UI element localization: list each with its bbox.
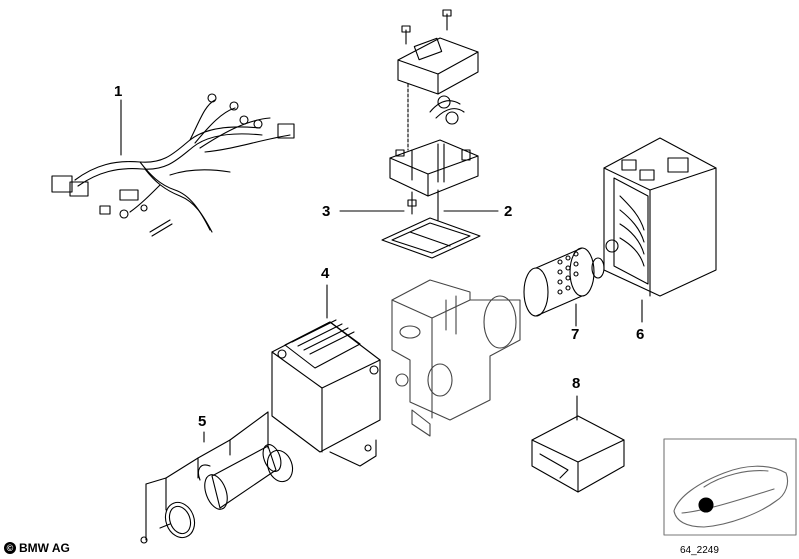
vehicle-locator-thumbnail: [663, 438, 797, 536]
wiring-harness-part-1[interactable]: [51, 93, 295, 237]
heater-body: [391, 279, 521, 437]
copyright-text: BMW AG: [19, 541, 70, 555]
diagram-id: 64_2249: [680, 545, 719, 556]
callout-4: 4: [321, 265, 330, 282]
filter-part-7[interactable]: [523, 247, 605, 327]
callout-1: 1: [114, 83, 123, 100]
callout-5: 5: [198, 413, 207, 430]
copyright-notice: © BMW AG: [4, 541, 70, 555]
copyright-symbol: ©: [4, 542, 16, 554]
control-unit-top-assembly[interactable]: [339, 9, 499, 259]
control-unit-housing-part-4[interactable]: [271, 284, 381, 467]
box-part-8[interactable]: [531, 395, 625, 493]
callout-3: 3: [322, 203, 331, 220]
callout-8: 8: [572, 375, 581, 392]
housing-part-6[interactable]: [603, 137, 717, 323]
callout-2: 2: [504, 203, 513, 220]
callout-7: 7: [571, 326, 580, 343]
callout-6: 6: [636, 326, 645, 343]
fan-motor-kit-part-5[interactable]: [140, 411, 297, 544]
